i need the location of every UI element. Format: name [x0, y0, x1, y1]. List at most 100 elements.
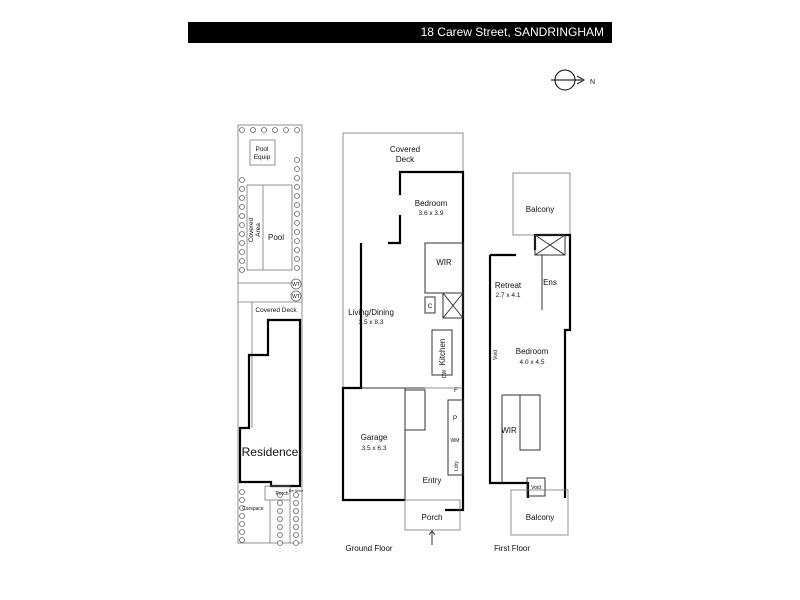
gf-porch-label: Porch [422, 513, 443, 522]
shrub-icon [294, 157, 300, 163]
shrub-icon [239, 177, 245, 183]
shrub-icon [239, 521, 245, 527]
site-porch-label: Porch [275, 491, 288, 497]
carspace-label: Carspace [242, 506, 264, 512]
shrub-icon [239, 222, 245, 228]
ground-floor-plan [341, 132, 465, 545]
shrub-icon [239, 529, 245, 535]
shrub-icon [294, 229, 300, 235]
shrub-icon [294, 220, 300, 226]
water-tank-label-2: WT [292, 294, 300, 300]
covered-area-label: Covered [248, 217, 255, 242]
garage-size: 3.5 x 6.3 [362, 445, 387, 452]
shrub-icon [261, 127, 267, 133]
shrub-icon [294, 265, 300, 271]
shrub-icon [239, 537, 245, 543]
residence-label: Residence [242, 445, 299, 459]
living-dining-label: Living/Dining [348, 308, 394, 317]
washing-machine-label: WM [451, 438, 460, 444]
first-floor-title: First Floor [494, 544, 530, 553]
ff-bedroom-label: Bedroom [516, 347, 549, 356]
shrub-icon [277, 524, 283, 530]
gf-wir-label: WIR [436, 258, 452, 267]
shrub-icon [239, 213, 245, 219]
shrub-icon [293, 508, 299, 514]
retreat-size: 2.7 x 4.1 [496, 292, 521, 299]
shrub-icon [239, 505, 245, 511]
shrub-icon [277, 492, 283, 498]
shrub-icon [294, 193, 300, 199]
balcony-top-label: Balcony [526, 205, 554, 214]
bin-store-label: Bin Store [289, 489, 303, 493]
site-plan [237, 124, 303, 546]
property-address: 18 Carew Street, SANDRINGHAM [420, 25, 604, 39]
laundry-label: Ldry [454, 461, 460, 471]
entry-label: Entry [423, 476, 442, 485]
void-side-label: Void [493, 350, 499, 360]
shrub-icon [293, 532, 299, 538]
shrub-icon [239, 240, 245, 246]
compass-icon [551, 69, 586, 91]
shrub-icon [239, 249, 245, 255]
shrub-icon [239, 497, 245, 503]
dishwasher-label: DW [442, 370, 448, 379]
shrub-icon [239, 231, 245, 237]
shrub-icon [294, 202, 300, 208]
compass-north-label: N [590, 79, 595, 86]
shrub-icon [293, 500, 299, 506]
shrub-icon [294, 184, 300, 190]
covered-area-label-2: Area [255, 223, 262, 237]
garage-label: Garage [361, 433, 388, 442]
shrub-icon [293, 524, 299, 530]
shrub-icon [239, 258, 245, 264]
title-bar: 18 Carew Street, SANDRINGHAM [188, 22, 612, 43]
shrub-icon [277, 516, 283, 522]
shrub-icon [293, 540, 299, 546]
retreat-label: Retreat [495, 281, 522, 290]
shrub-icon [277, 532, 283, 538]
void-bottom-label: Void [531, 485, 541, 491]
shrub-icon [250, 127, 256, 133]
site-covered-deck-label: Covered Deck [255, 307, 297, 314]
fridge-label: F [454, 387, 458, 394]
shrub-icon [239, 513, 245, 519]
water-tank-label: WT [292, 282, 300, 288]
ground-floor-title: Ground Floor [345, 544, 392, 553]
shrub-icon [283, 127, 289, 133]
shrub-icon [239, 127, 245, 133]
shrub-icon [277, 508, 283, 514]
living-dining-size: 3.5 x 8.3 [359, 319, 384, 326]
ff-wir-label: WIR [501, 426, 517, 435]
shrub-icon [294, 256, 300, 262]
shrub-icon [239, 195, 245, 201]
cupboard-label: C [428, 303, 433, 310]
shrub-icon [277, 540, 283, 546]
shrub-icon [239, 186, 245, 192]
ff-bedroom-size: 4.0 x 4.5 [520, 359, 545, 366]
covered-deck-label-2: Deck [396, 155, 415, 164]
pantry-label: P [453, 415, 457, 422]
pool-equip-label-2: Equip [254, 154, 271, 161]
shrub-icon [294, 211, 300, 217]
pool-equip-label: Pool [255, 146, 269, 153]
kitchen-label: Kitchen [438, 339, 447, 366]
pool-label: Pool [268, 233, 284, 242]
gf-bedroom-label: Bedroom [415, 199, 448, 208]
shrub-icon [239, 204, 245, 210]
shrub-icon [294, 166, 300, 172]
shrub-icon [294, 127, 300, 133]
covered-deck-label: Covered [390, 145, 420, 154]
shrub-icon [294, 175, 300, 181]
shrub-icon [294, 247, 300, 253]
shrub-icon [293, 516, 299, 522]
shrub-icon [272, 127, 278, 133]
shrub-icon [294, 238, 300, 244]
shrub-icon [293, 492, 299, 498]
gf-bedroom-size: 3.6 x 3.9 [419, 210, 444, 217]
shrub-icon [239, 267, 245, 273]
shrub-icon [239, 489, 245, 495]
balcony-bottom-label: Balcony [526, 513, 554, 522]
ensuite-label: Ens [543, 278, 557, 287]
shrub-icon [277, 500, 283, 506]
